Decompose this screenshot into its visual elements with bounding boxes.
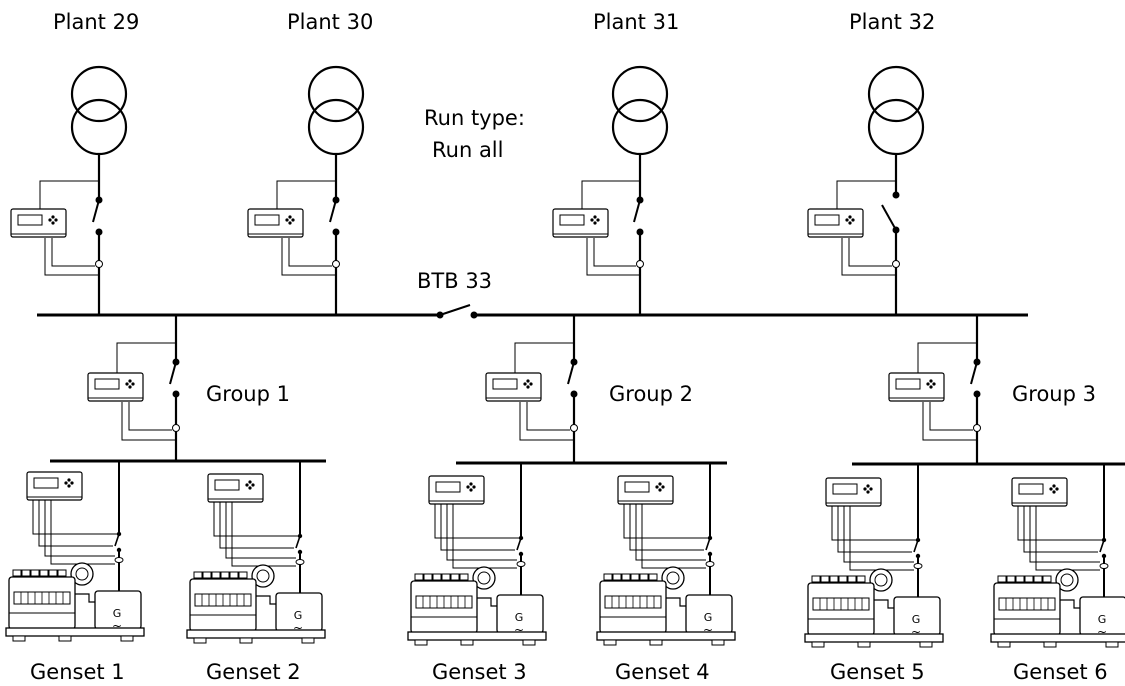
- generator-letter: G: [515, 611, 524, 624]
- genset-4-engine: [596, 566, 736, 646]
- genset-2-feeder: G~ Genset 2: [186, 461, 326, 684]
- generator-letter: G: [1098, 613, 1107, 626]
- plant-32-controller: [807, 208, 864, 238]
- group-1-controller: [87, 372, 144, 402]
- genset-1-feeder: G~ Genset 1: [5, 461, 145, 684]
- genset-6-controller: [1011, 477, 1068, 507]
- genset-3-feeder: G~ Genset 3: [407, 463, 547, 684]
- plant-30-label: Plant 30: [287, 10, 373, 34]
- run-type-label: Run type:: [424, 106, 525, 130]
- plant-29-feeder: [10, 65, 128, 315]
- group-3-label: Group 3: [1012, 382, 1096, 406]
- group-2-controller: [485, 372, 542, 402]
- btb-33-breaker: [436, 304, 478, 319]
- genset-5-controller: [825, 477, 882, 507]
- genset-1-engine: [5, 562, 145, 642]
- plant-29-label: Plant 29: [53, 10, 139, 34]
- gensets: G~Genset 1G~Genset 2G~Genset 3G~Genset 4…: [5, 461, 1125, 684]
- group-3-controller: [888, 372, 945, 402]
- plant-31-label: Plant 31: [593, 10, 679, 34]
- genset-2-engine: [186, 564, 326, 644]
- genset-3-controller: [428, 475, 485, 505]
- genset-4-feeder: G~ Genset 4: [596, 463, 736, 684]
- group-1-feeder: [87, 315, 180, 461]
- generator-letter: G: [912, 613, 921, 626]
- genset-3-engine: [407, 566, 547, 646]
- plant-31-controller: [552, 208, 609, 238]
- generator-wave: ~: [911, 625, 921, 639]
- group-2-label: Group 2: [609, 382, 693, 406]
- generator-wave: ~: [1097, 625, 1107, 639]
- transformer-winding-lower: [70, 98, 128, 156]
- genset-3-label: Genset 3: [432, 660, 527, 684]
- genset-5-engine: [804, 568, 944, 648]
- plant-32-label: Plant 32: [849, 10, 935, 34]
- transformer-winding-upper: [70, 65, 128, 123]
- generator-wave: ~: [703, 623, 713, 637]
- plant-30-feeder: [247, 65, 365, 315]
- plant-29-controller: [10, 208, 67, 238]
- group-1-label: Group 1: [206, 382, 290, 406]
- generator-letter: G: [294, 609, 303, 622]
- genset-4-controller: [617, 475, 674, 505]
- genset-5-feeder: G~ Genset 5: [804, 464, 944, 684]
- genset-4-label: Genset 4: [615, 660, 710, 684]
- generator-wave: ~: [514, 623, 524, 637]
- btb-33-label: BTB 33: [417, 269, 492, 293]
- plant-30-controller: [247, 208, 304, 238]
- genset-6-feeder: G~ Genset 6: [990, 464, 1125, 684]
- genset-2-label: Genset 2: [206, 660, 301, 684]
- generator-letter: G: [704, 611, 713, 624]
- generator-wave: ~: [293, 621, 303, 635]
- genset-1-controller: [26, 471, 83, 501]
- generator-letter: G: [113, 607, 122, 620]
- run-type-value: Run all: [432, 138, 503, 162]
- genset-1-label: Genset 1: [30, 660, 125, 684]
- group-3-feeder: [888, 315, 981, 464]
- plant-32-feeder: [807, 65, 925, 315]
- group-2-feeder: [485, 315, 578, 463]
- genset-2-controller: [207, 473, 264, 503]
- genset-6-label: Genset 6: [1013, 660, 1108, 684]
- genset-5-label: Genset 5: [830, 660, 925, 684]
- generator-wave: ~: [112, 619, 122, 633]
- plant-31-feeder: [552, 65, 669, 315]
